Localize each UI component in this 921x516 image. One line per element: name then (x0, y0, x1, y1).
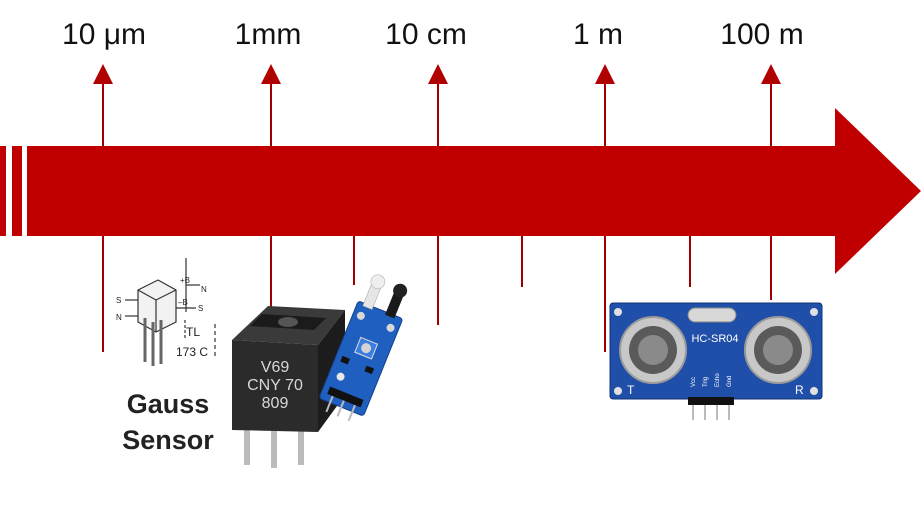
gauss-sensor-caption-line2: Sensor (122, 425, 214, 455)
hcsr04-r-label: R (795, 383, 804, 397)
hc-sr04-ultrasonic-icon: HC-SR04 T R Vcc Trig Echo Gnd (609, 302, 823, 420)
scale-label-100m: 100 m (720, 18, 804, 51)
hcsr04-model-label: HC-SR04 (691, 333, 738, 345)
gauss-label-s-right: S (198, 304, 203, 313)
gauss-label-n-right: N (201, 285, 207, 294)
scale-ticks (93, 64, 781, 352)
gauss-label-s-left: S (116, 296, 121, 305)
scale-label-10um: 10 μm (62, 18, 146, 51)
hcsr04-pin-trig: Trig (703, 377, 709, 387)
cny70-line1: V69 (261, 359, 290, 376)
gauss-sensor-caption-line1: Gauss (126, 389, 210, 419)
hcsr04-t-label: T (627, 383, 635, 397)
cny70-line3: 809 (262, 395, 289, 412)
hcsr04-pin-gnd: Gnd (727, 376, 733, 387)
hcsr04-pin-echo: Echo (715, 373, 721, 387)
gauss-label-minus-b: –B (178, 298, 188, 307)
hcsr04-pin-vcc: Vcc (691, 377, 697, 387)
scale-label-1mm: 1mm (234, 18, 302, 51)
ir-sensor-module-icon (319, 274, 408, 422)
gauss-label-n-left: N (116, 313, 122, 322)
gauss-sensor-caption: Gauss Sensor (118, 386, 218, 458)
gauss-label-plus-b: +B (180, 276, 190, 285)
scale-arrow (0, 108, 921, 274)
scale-label-10cm: 10 cm (385, 18, 467, 51)
gauss-sensor-schematic-icon: +B N S –B S N TL 173 C (116, 258, 216, 366)
scale-label-1m: 1 m (572, 18, 624, 51)
cny70-line2: CNY 70 (247, 377, 303, 394)
gauss-part-line1: TL (186, 325, 200, 339)
gauss-part-line2: 173 C (176, 345, 208, 359)
